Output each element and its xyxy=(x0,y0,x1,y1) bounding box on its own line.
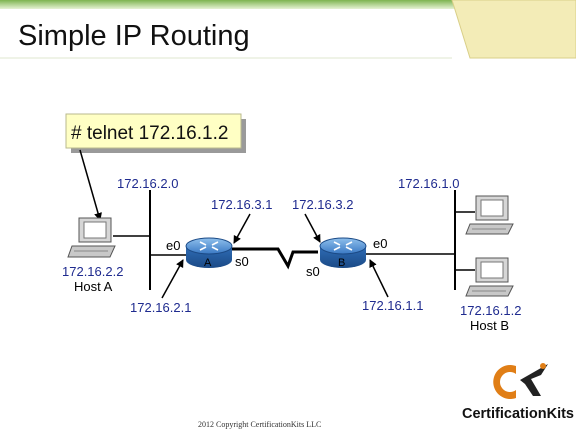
router-b-ethernet-arrow xyxy=(369,259,389,298)
router-a-ethernet-ip: 172.16.2.1 xyxy=(130,300,191,315)
router-b-name: B xyxy=(338,257,345,269)
router-b-serial-ip: 172.16.3.2 xyxy=(292,197,353,212)
router-a-s0-label: s0 xyxy=(235,254,249,269)
logo-text: CertificationKits xyxy=(462,406,574,422)
footer-copyright: 2012 Copyright CertificationKits LLC xyxy=(198,420,321,429)
router-b xyxy=(319,237,367,268)
host-a-name: Host A xyxy=(74,279,113,294)
page-title: Simple IP Routing xyxy=(18,20,250,52)
host-b-ip: 172.16.1.2 xyxy=(460,303,521,318)
router-a-serial-arrow xyxy=(233,213,251,244)
command-box xyxy=(65,113,242,149)
router-b-serial-arrow xyxy=(304,213,321,243)
router-a-ethernet-arrow xyxy=(161,259,184,299)
command-arrow xyxy=(79,149,102,221)
command-text: # telnet 172.16.1.2 xyxy=(71,123,228,144)
left-lan-network: 172.16.2.0 xyxy=(117,176,178,191)
serial-link xyxy=(231,247,318,270)
router-b-e0-label: e0 xyxy=(373,236,387,251)
host-b-name: Host B xyxy=(470,318,509,333)
host-b-computer-icon xyxy=(465,257,514,297)
router-a-name: A xyxy=(204,257,212,269)
router-b-ethernet-ip: 172.16.1.1 xyxy=(362,298,423,313)
title-bar xyxy=(0,0,576,9)
corner-tab xyxy=(451,0,576,59)
host-right-top-computer-icon xyxy=(465,195,514,235)
router-b-s0-label: s0 xyxy=(306,264,320,279)
right-lan-network: 172.16.1.0 xyxy=(398,176,459,191)
host-a-computer-icon xyxy=(67,217,116,258)
host-a-ip: 172.16.2.2 xyxy=(62,264,123,279)
certificationkits-logo-icon xyxy=(493,363,548,399)
router-a-e0-label: e0 xyxy=(166,238,180,253)
router-a xyxy=(185,237,233,268)
router-a-serial-ip: 172.16.3.1 xyxy=(211,197,272,212)
